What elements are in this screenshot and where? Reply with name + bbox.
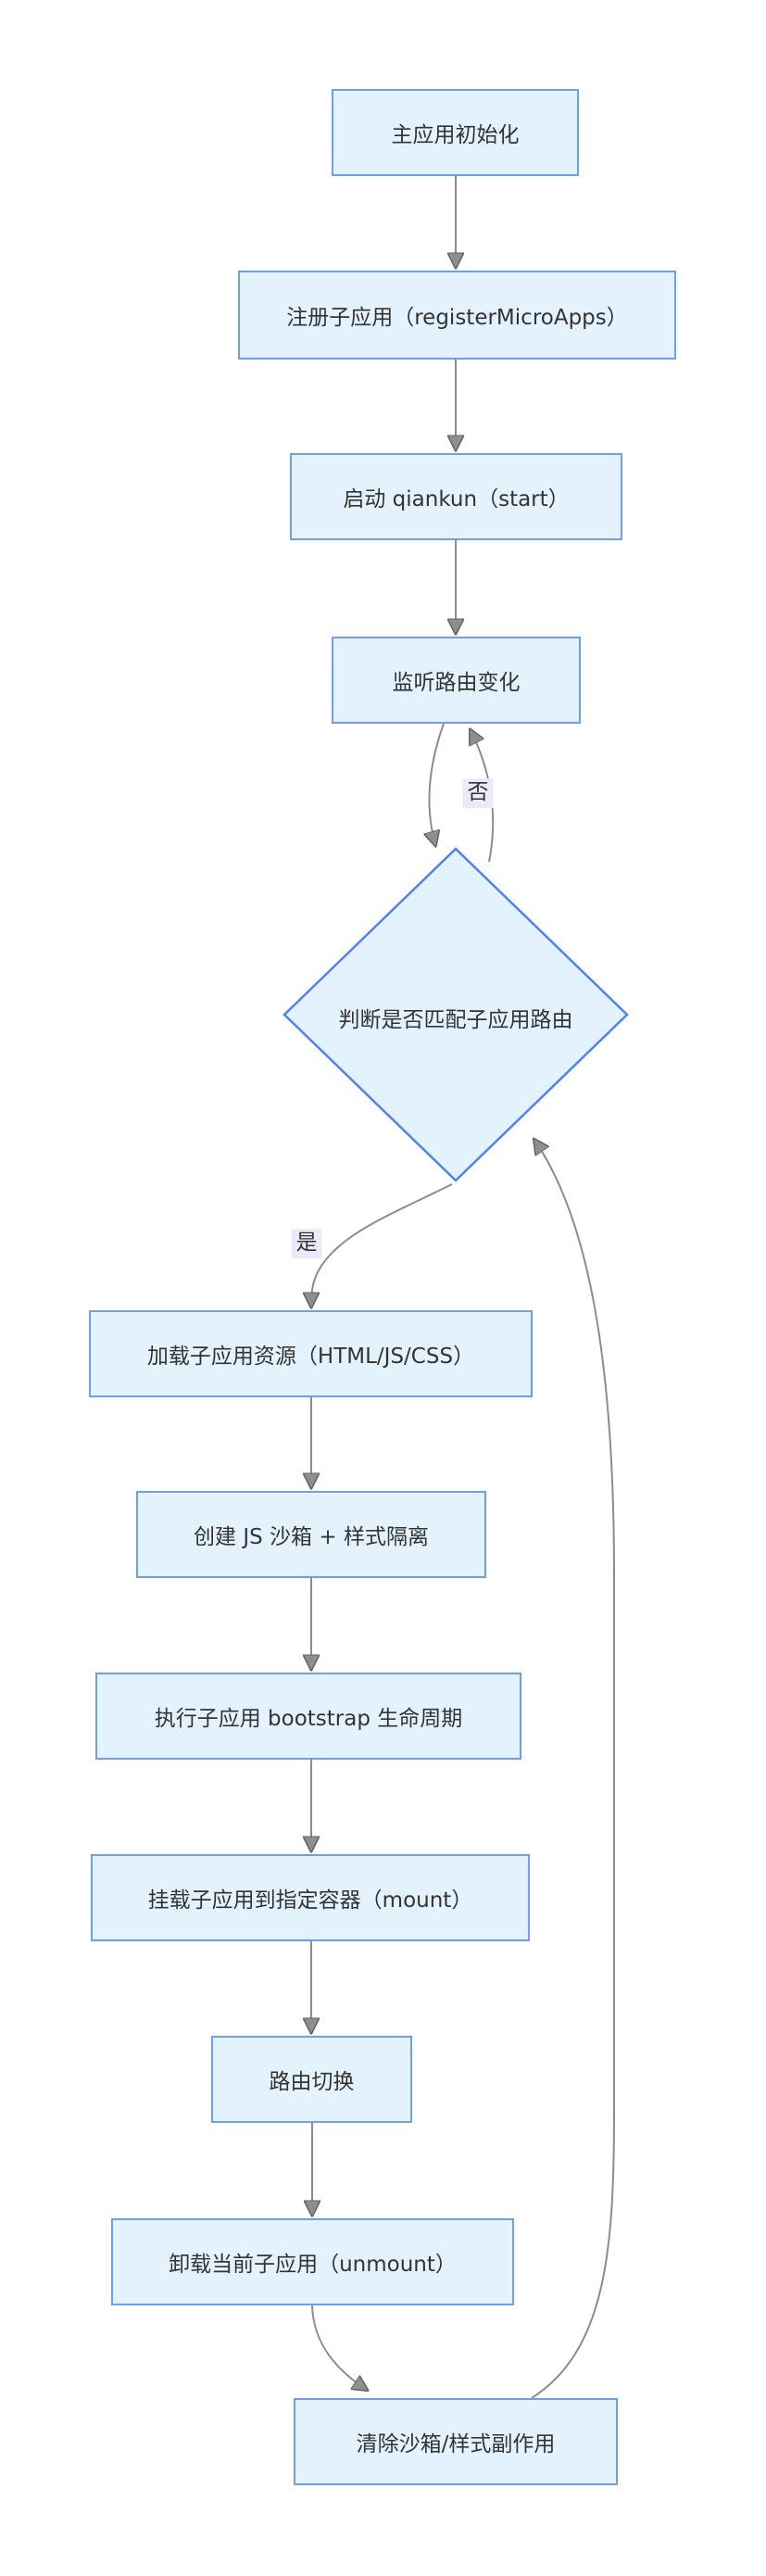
node-listen-route-change: 监听路由变化 <box>332 637 581 724</box>
node-match-route-decision-label: 判断是否匹配子应用路由 <box>338 1008 573 1032</box>
node-run-bootstrap-lifecycle: 执行子应用 bootstrap 生命周期 <box>95 1673 521 1760</box>
node-create-js-sandbox: 创建 JS 沙箱 + 样式隔离 <box>136 1491 486 1578</box>
node-mount-to-container: 挂载子应用到指定容器（mount） <box>91 1854 530 1941</box>
node-start-qiankun: 启动 qiankun（start） <box>290 453 622 540</box>
node-unmount-current-app: 卸载当前子应用（unmount） <box>111 2218 514 2305</box>
node-register-micro-apps: 注册子应用（registerMicroApps） <box>238 271 676 360</box>
node-cleanup-sandbox-styles: 清除沙箱/样式副作用 <box>294 2398 618 2485</box>
node-main-app-init: 主应用初始化 <box>332 89 579 176</box>
edge-label-no: 否 <box>462 778 494 808</box>
edge-match-to-load-yes <box>311 1183 453 1307</box>
node-load-sub-app-resources: 加载子应用资源（HTML/JS/CSS） <box>89 1310 533 1397</box>
decision-diamond-shape <box>283 847 629 1182</box>
edge-cleanup-to-match <box>531 1140 616 2399</box>
node-route-switch: 路由切换 <box>211 2036 412 2123</box>
edge-label-yes: 是 <box>291 1229 322 1258</box>
edge-unmount-to-cleanup <box>311 2305 367 2390</box>
edge-listen-to-match <box>430 723 445 845</box>
